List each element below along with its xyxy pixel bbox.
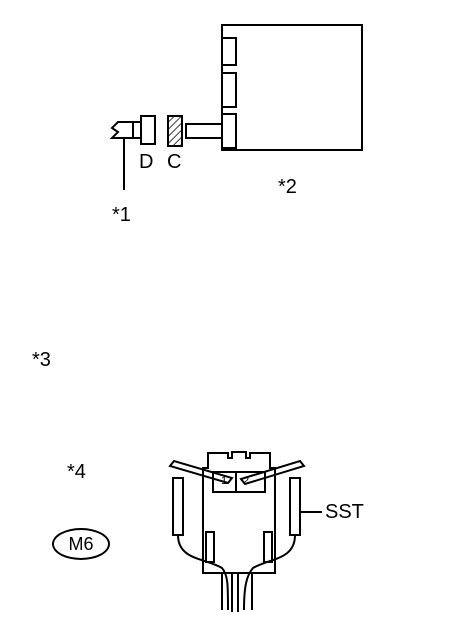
callout-4-label: *4	[67, 461, 86, 483]
pin-1-label: 1	[221, 475, 228, 487]
connector-d-label: D	[139, 151, 154, 173]
connector-code-label: M6	[68, 533, 94, 554]
sst-probes	[168, 459, 322, 612]
connector-d	[109, 115, 156, 145]
connector-c-label: C	[167, 151, 182, 173]
m6-connector	[202, 451, 276, 574]
connector-code-badge: M6	[52, 528, 110, 560]
component-box	[221, 24, 363, 151]
sst-label: SST	[325, 501, 364, 523]
pin-2-label: 2	[243, 475, 250, 487]
callout-2-label: *2	[278, 176, 297, 198]
callout-1-label: *1	[112, 204, 131, 226]
callout-3-label: *3	[32, 349, 51, 371]
connector-c	[167, 115, 223, 147]
